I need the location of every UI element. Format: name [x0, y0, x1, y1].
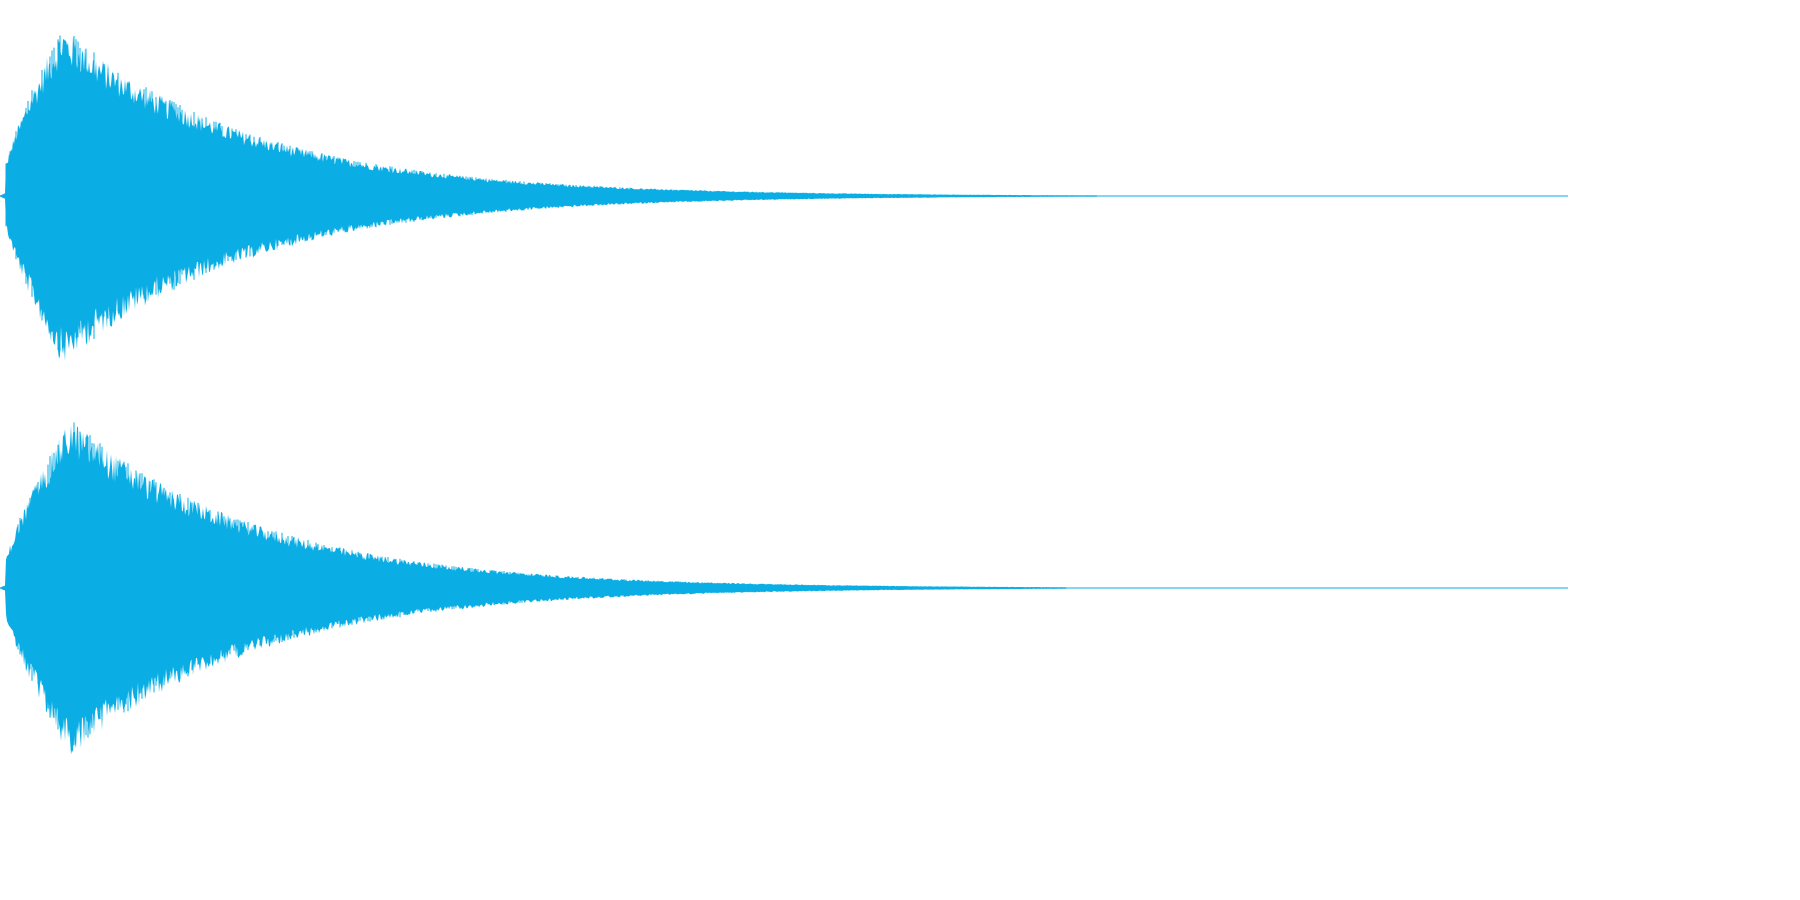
channel-1-envelope: [0, 36, 1097, 361]
stereo-waveform: [0, 35, 1568, 755]
channel-1-waveform: [0, 35, 1568, 361]
channel-2-waveform: [0, 422, 1568, 755]
channel-2-envelope: [0, 425, 1066, 755]
waveform-display: [0, 35, 1568, 755]
